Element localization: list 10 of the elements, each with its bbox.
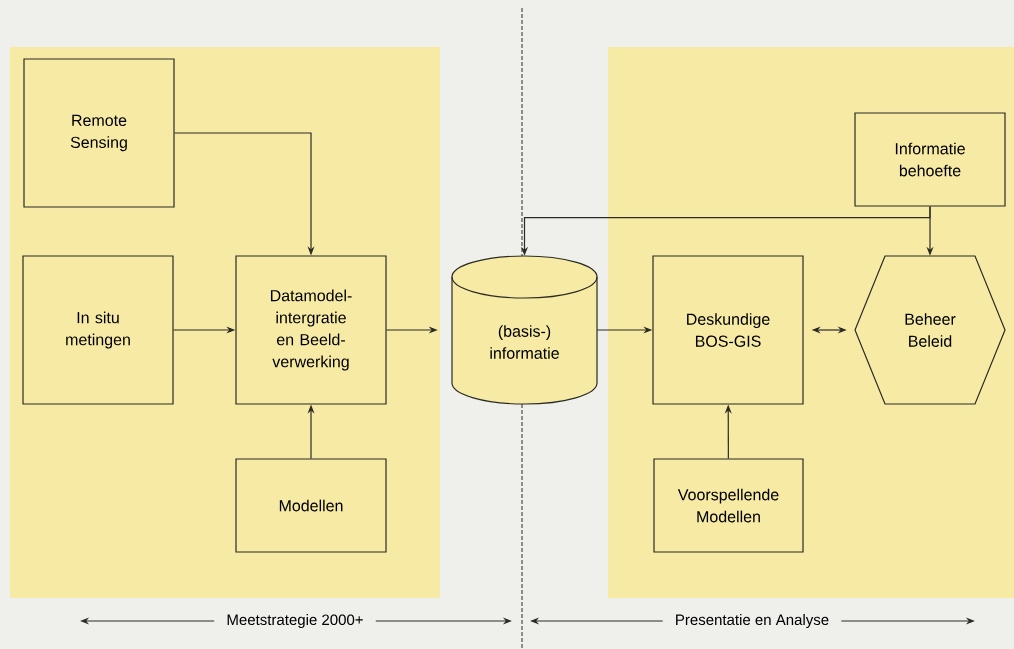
process-box: Deskundige BOS-GIS xyxy=(652,255,804,405)
process-box: Datamodel- intergratie en Beeld- verwerking xyxy=(235,255,387,405)
database-cylinder: (basis-) informatie xyxy=(451,255,598,405)
process-box: Voorspellende Modellen xyxy=(653,458,804,553)
process-box: Informatie behoefte xyxy=(854,112,1006,207)
axis-label: Presentatie en Analyse xyxy=(676,614,829,628)
axis-label: Meetstrategie 2000+ xyxy=(227,614,363,628)
process-box: In situ metingen xyxy=(22,255,174,405)
process-box: Remote Sensing xyxy=(23,58,175,208)
process-box: Modellen xyxy=(235,458,387,553)
